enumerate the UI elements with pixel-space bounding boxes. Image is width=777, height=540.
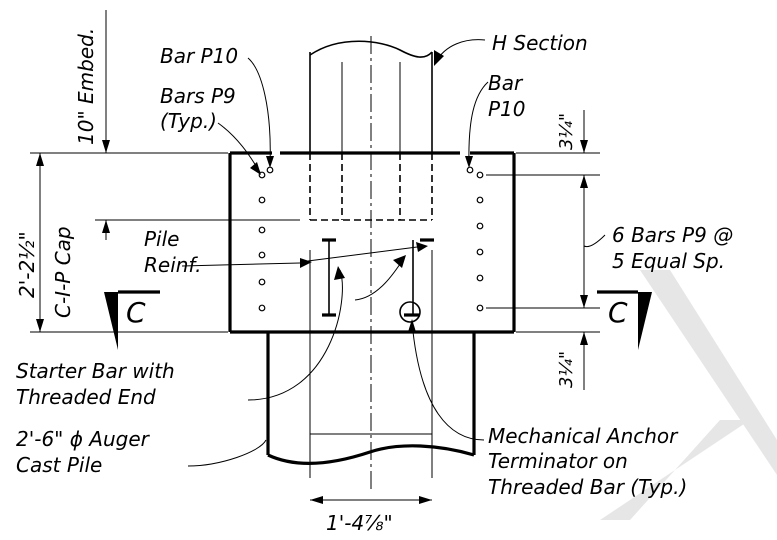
section-left-letter: C [126,296,146,329]
watermark-shape [600,270,777,520]
h-section-column [309,40,433,153]
starter-bar-label-2: Threaded End [16,385,156,409]
auger-cast-pile [266,332,476,465]
section-cut-right [597,290,652,350]
section-cut-left [30,290,160,350]
embed-dimension-label: 10" Embed. [74,28,98,145]
h-section-label: H Section [492,31,588,55]
right-dimensions [486,110,600,390]
bars-p9-right [466,166,484,312]
bars-p9-label: Bars P9 [160,84,236,108]
bar-p10-right-code-label: P10 [488,97,526,121]
bars-spacing-label: 6 Bars P9 @ [612,223,733,247]
bars-p9-typ-label: (Typ.) [160,109,217,133]
pile-label: 2'-6" ϕ Auger [16,427,151,451]
pile-reinforcement [309,238,434,478]
bottom-dimension [310,496,432,504]
anchor-label-3: Threaded Bar (Typ.) [488,475,687,499]
pile-reinf-label: Pile [144,227,179,251]
bar-p10-left-label: Bar P10 [160,44,238,68]
bar-p10-right-label: Bar [488,71,524,95]
pile-label-2: Cast Pile [16,453,102,477]
pile-reinf-label-2: Reinf. [144,253,201,277]
cap-name-label: C-I-P Cap [51,226,75,318]
starter-bar-label: Starter Bar with [16,359,175,383]
bottom-cover-label: 3¼" [556,351,577,388]
pile-cap-outline [228,151,516,334]
top-cover-label: 3¼" [556,113,577,150]
cap-dimension-label: 2'-2½" [15,231,39,298]
section-right-letter: C [608,296,628,329]
leaders [181,39,606,467]
anchor-label-2: Terminator on [488,449,628,473]
anchor-label: Mechanical Anchor [488,424,679,448]
bottom-dimension-label: 1'-4⅞" [326,511,393,535]
bars-p9-left [258,166,274,312]
bars-spacing-label-2: 5 Equal Sp. [612,249,725,273]
